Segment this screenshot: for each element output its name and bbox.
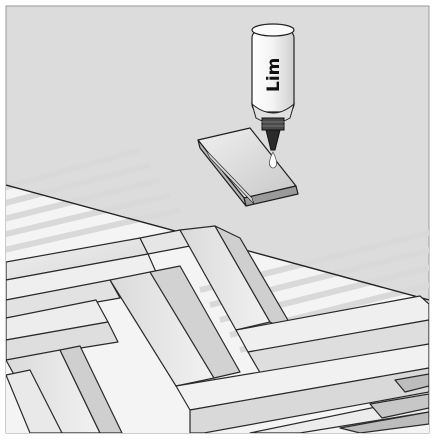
bottle-label: Lim [264,58,284,92]
